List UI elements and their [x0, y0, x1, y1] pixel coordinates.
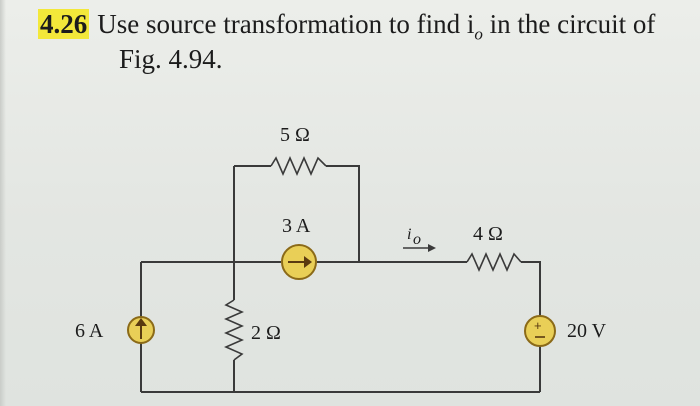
current-source-6a — [127, 316, 155, 344]
wires — [140, 165, 541, 393]
problem-text-main: Use source transformation to find i — [97, 9, 475, 39]
voltage-source-label: 20 V — [567, 320, 607, 342]
problem-number: 4.26 — [38, 9, 90, 39]
voltage-source-20v: + — [524, 315, 556, 347]
problem-text-after: in the circuit of — [482, 9, 656, 39]
current-source-6a-label: 6 A — [75, 320, 104, 342]
current-io-symbol: i — [407, 226, 411, 243]
wire-right-top — [521, 261, 541, 316]
wire-5ohm-right — [326, 165, 360, 262]
resistor-4ohm — [466, 252, 522, 272]
page-edge-shadow — [0, 0, 6, 406]
current-io-indicator: i o — [403, 226, 436, 252]
current-source-3a — [281, 244, 317, 280]
resistor-2ohm — [224, 299, 244, 361]
problem-text: Use source transformation to find io in … — [97, 9, 656, 43]
resistor-5ohm-label: 5 Ω — [280, 124, 310, 146]
resistor-4ohm-label: 4 Ω — [473, 223, 503, 245]
svg-text:+: + — [534, 318, 542, 333]
current-source-3a-label: 3 A — [282, 215, 311, 237]
problem-subscript: o — [474, 24, 483, 44]
resistor-5ohm — [270, 156, 327, 176]
current-io-subscript: o — [413, 231, 421, 248]
figure-reference: Fig. 4.94. — [119, 44, 223, 74]
resistor-2ohm-label: 2 Ω — [251, 322, 281, 344]
